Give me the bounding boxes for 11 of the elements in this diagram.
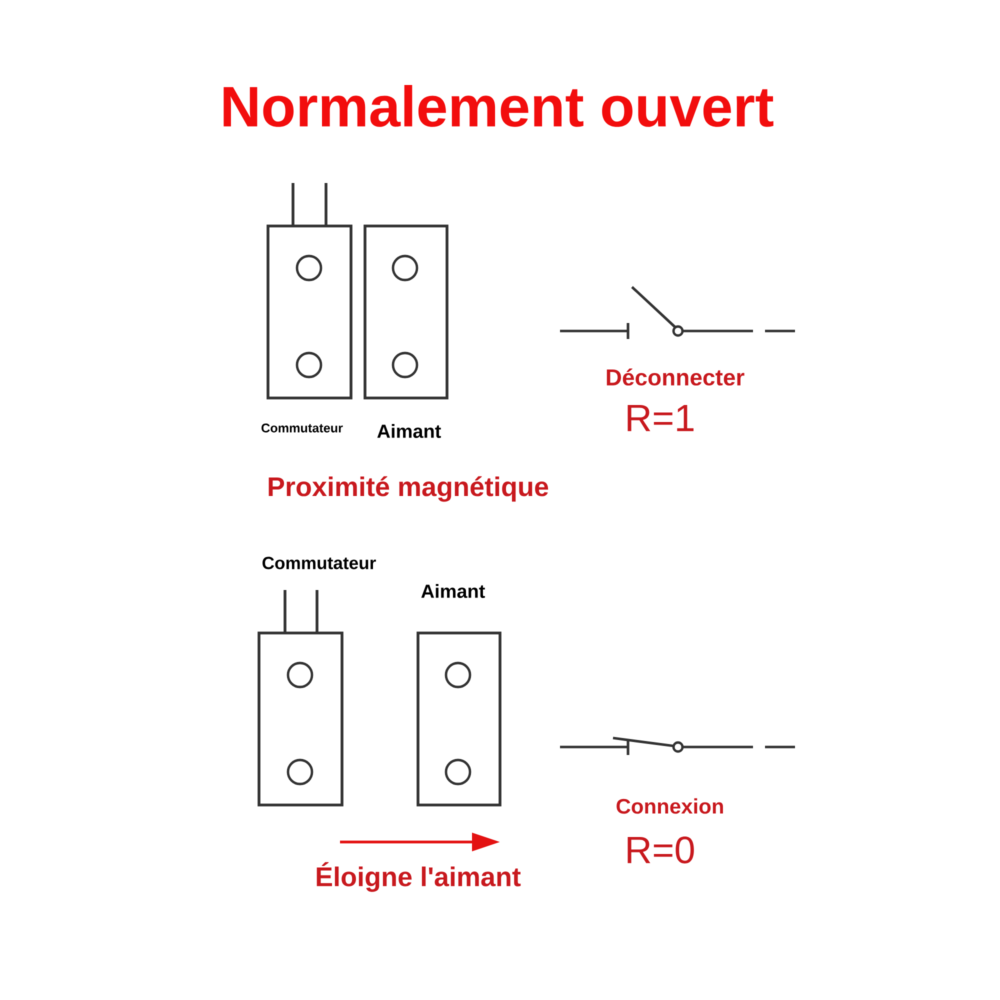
caption: Éloigne l'aimant	[316, 862, 521, 892]
state-label: Connexion	[616, 798, 723, 814]
part-label: Commutateur	[262, 424, 343, 432]
resistance-label: R=0	[628, 836, 694, 864]
resistance-label: R=1	[628, 404, 694, 432]
state-label: Déconnecter	[606, 368, 744, 386]
caption: Proximité magnétique	[268, 476, 548, 502]
part-label: Aimant	[421, 584, 485, 598]
part-label: Aimant	[377, 424, 441, 438]
title: Normalement ouvert	[224, 85, 774, 127]
part-label: Commutateur	[262, 556, 376, 570]
